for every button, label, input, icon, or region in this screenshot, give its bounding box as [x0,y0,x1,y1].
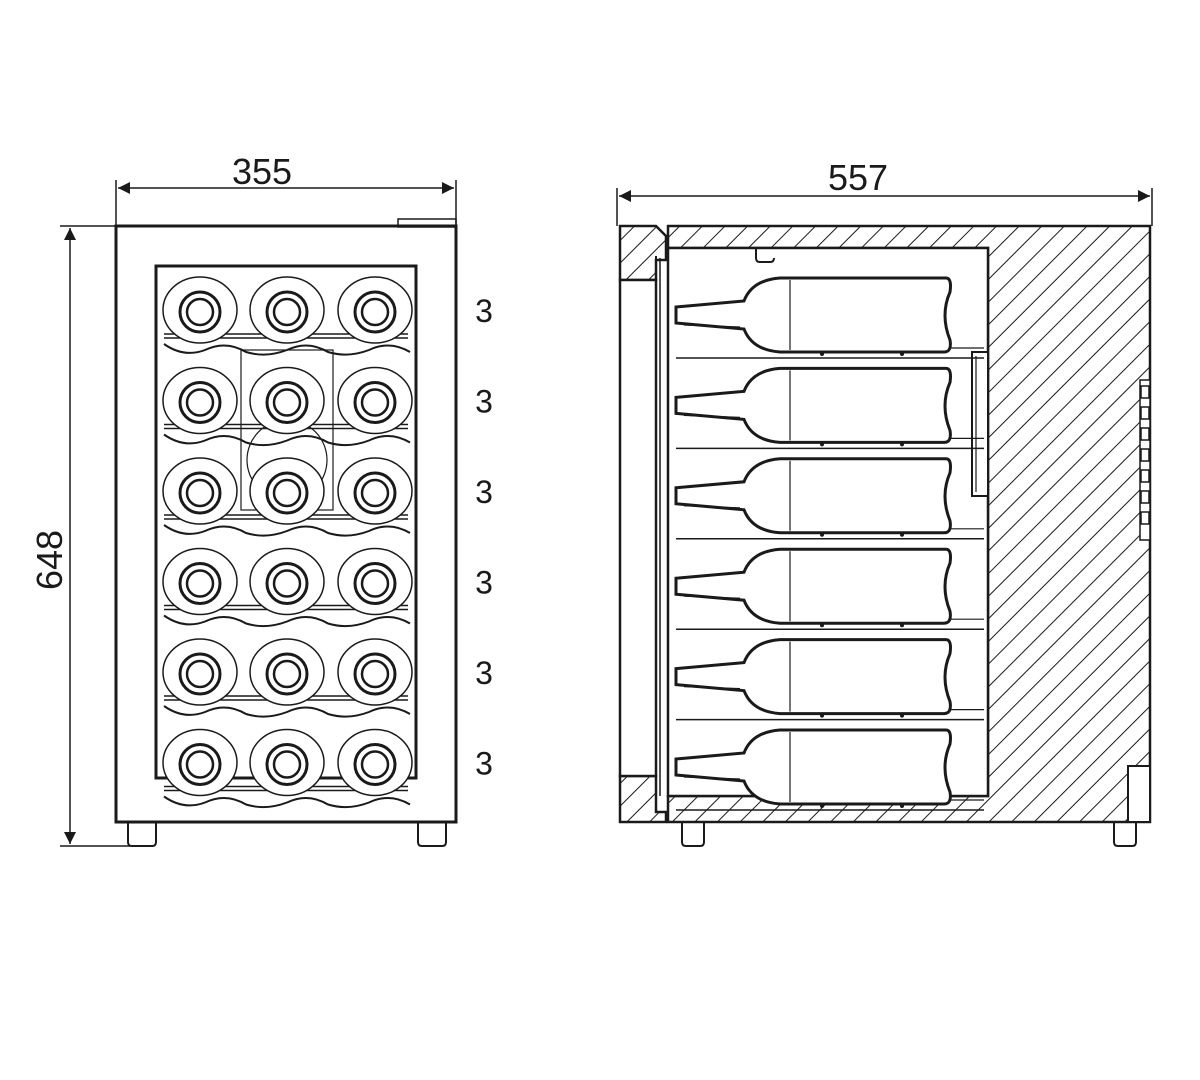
shelf-count-label: 3 [475,293,493,329]
bottle-end [162,366,238,435]
bottle-end [249,638,325,706]
front-view: 355 648 3 3 3 3 3 3 [29,151,493,847]
bottle-end [249,728,325,797]
shelf-count-label: 3 [475,474,493,510]
front-foot-left [127,822,157,847]
rack-wire [163,795,411,809]
front-cabinet-outline [114,224,458,824]
side-bottle [674,638,984,721]
width-dimension: 355 [115,151,457,228]
bottle-end [337,728,413,797]
bottle-end [337,547,413,616]
front-shelf-row [162,366,413,447]
bottle-end [337,366,413,435]
bottle-end [162,638,238,706]
depth-dimension: 557 [616,157,1153,226]
vent-slot [1140,385,1150,399]
vent-slot [1140,490,1150,504]
side-bottle [674,547,984,630]
front-shelf-row [162,547,413,628]
vent-slot [1140,406,1150,420]
rear-fan-box [971,351,989,497]
front-foot-right [417,822,447,847]
width-label: 355 [232,151,292,192]
side-bottles [674,276,984,811]
front-shelf-row [162,457,413,537]
rack-wire [163,705,411,718]
rack-wire [163,343,411,356]
side-bottle [674,366,984,450]
depth-label: 557 [828,157,888,198]
side-bottle [674,276,984,359]
front-shelves [162,276,413,809]
side-door-lower [618,774,668,824]
bottle-end [249,276,325,344]
top-bracket [755,248,775,263]
vent-slot [1140,511,1150,525]
bottle-end [249,547,325,616]
bottle-end [162,547,238,616]
side-door-upper [618,224,668,282]
front-shelf-row [162,276,413,356]
shelf-count-label: 3 [475,655,493,691]
vent-slot [1140,469,1150,483]
bottle-end [162,276,238,344]
shelf-count-labels: 3 3 3 3 3 3 [475,293,493,782]
door-handle-top [397,218,457,228]
bottle-end [337,276,413,344]
shelf-count-label: 3 [475,565,493,601]
side-foot-right [1113,822,1137,847]
vent-slot [1140,427,1150,441]
side-door-glass [618,278,658,778]
front-shelf-row [162,728,413,809]
bottle-end [249,457,325,525]
rack-wire [163,524,411,537]
front-shelf-row [162,638,413,718]
height-dimension: 648 [29,225,130,847]
bottle-end [162,457,238,525]
bottle-end [249,366,325,435]
vent-slot [1140,448,1150,462]
side-bottle [674,457,984,540]
bottle-end [337,457,413,525]
height-label: 648 [29,530,70,590]
bottle-end [337,638,413,706]
side-view: 557 [616,157,1153,847]
side-bottle [674,728,984,811]
rack-wire [163,433,411,447]
rack-wire [163,614,411,628]
shelf-count-label: 3 [475,746,493,782]
bottle-end [162,728,238,797]
compressor-box [1127,765,1151,823]
side-foot-left [681,822,705,847]
shelf-count-label: 3 [475,384,493,420]
rear-vent-slots [1140,385,1150,525]
